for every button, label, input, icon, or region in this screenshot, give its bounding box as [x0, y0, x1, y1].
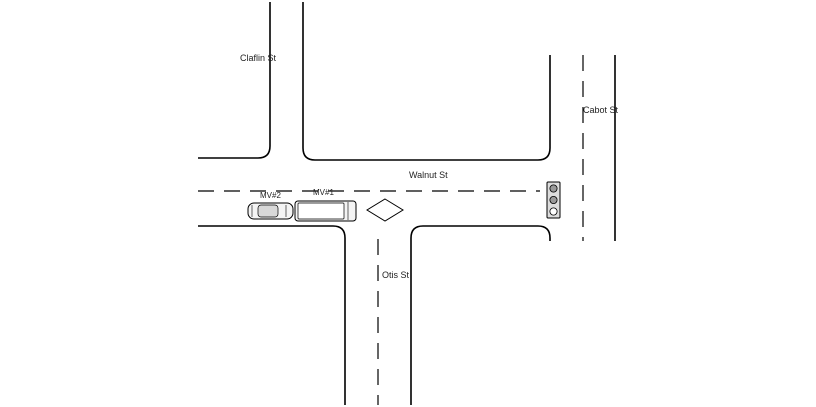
mv2-label: MV#2: [260, 191, 281, 200]
walnut-st-label: Walnut St: [409, 170, 448, 180]
vehicle-mv1: [294, 200, 357, 222]
walnut-south-west-curb: [198, 225, 346, 405]
otis-st-label: Otis St: [382, 270, 410, 280]
diamond-marker-icon: [366, 198, 404, 222]
vehicle-mv2: [247, 202, 294, 220]
cabot-st-label: Cabot St: [583, 105, 619, 115]
walnut-south-east-curb: [410, 225, 551, 405]
claflin-west-curb: [198, 2, 271, 159]
traffic-signal-icon: [546, 181, 561, 219]
claflin-st-label: Claflin St: [240, 53, 277, 63]
claflin-east-curb: [302, 2, 551, 161]
mv1-label: MV#1: [313, 188, 334, 197]
